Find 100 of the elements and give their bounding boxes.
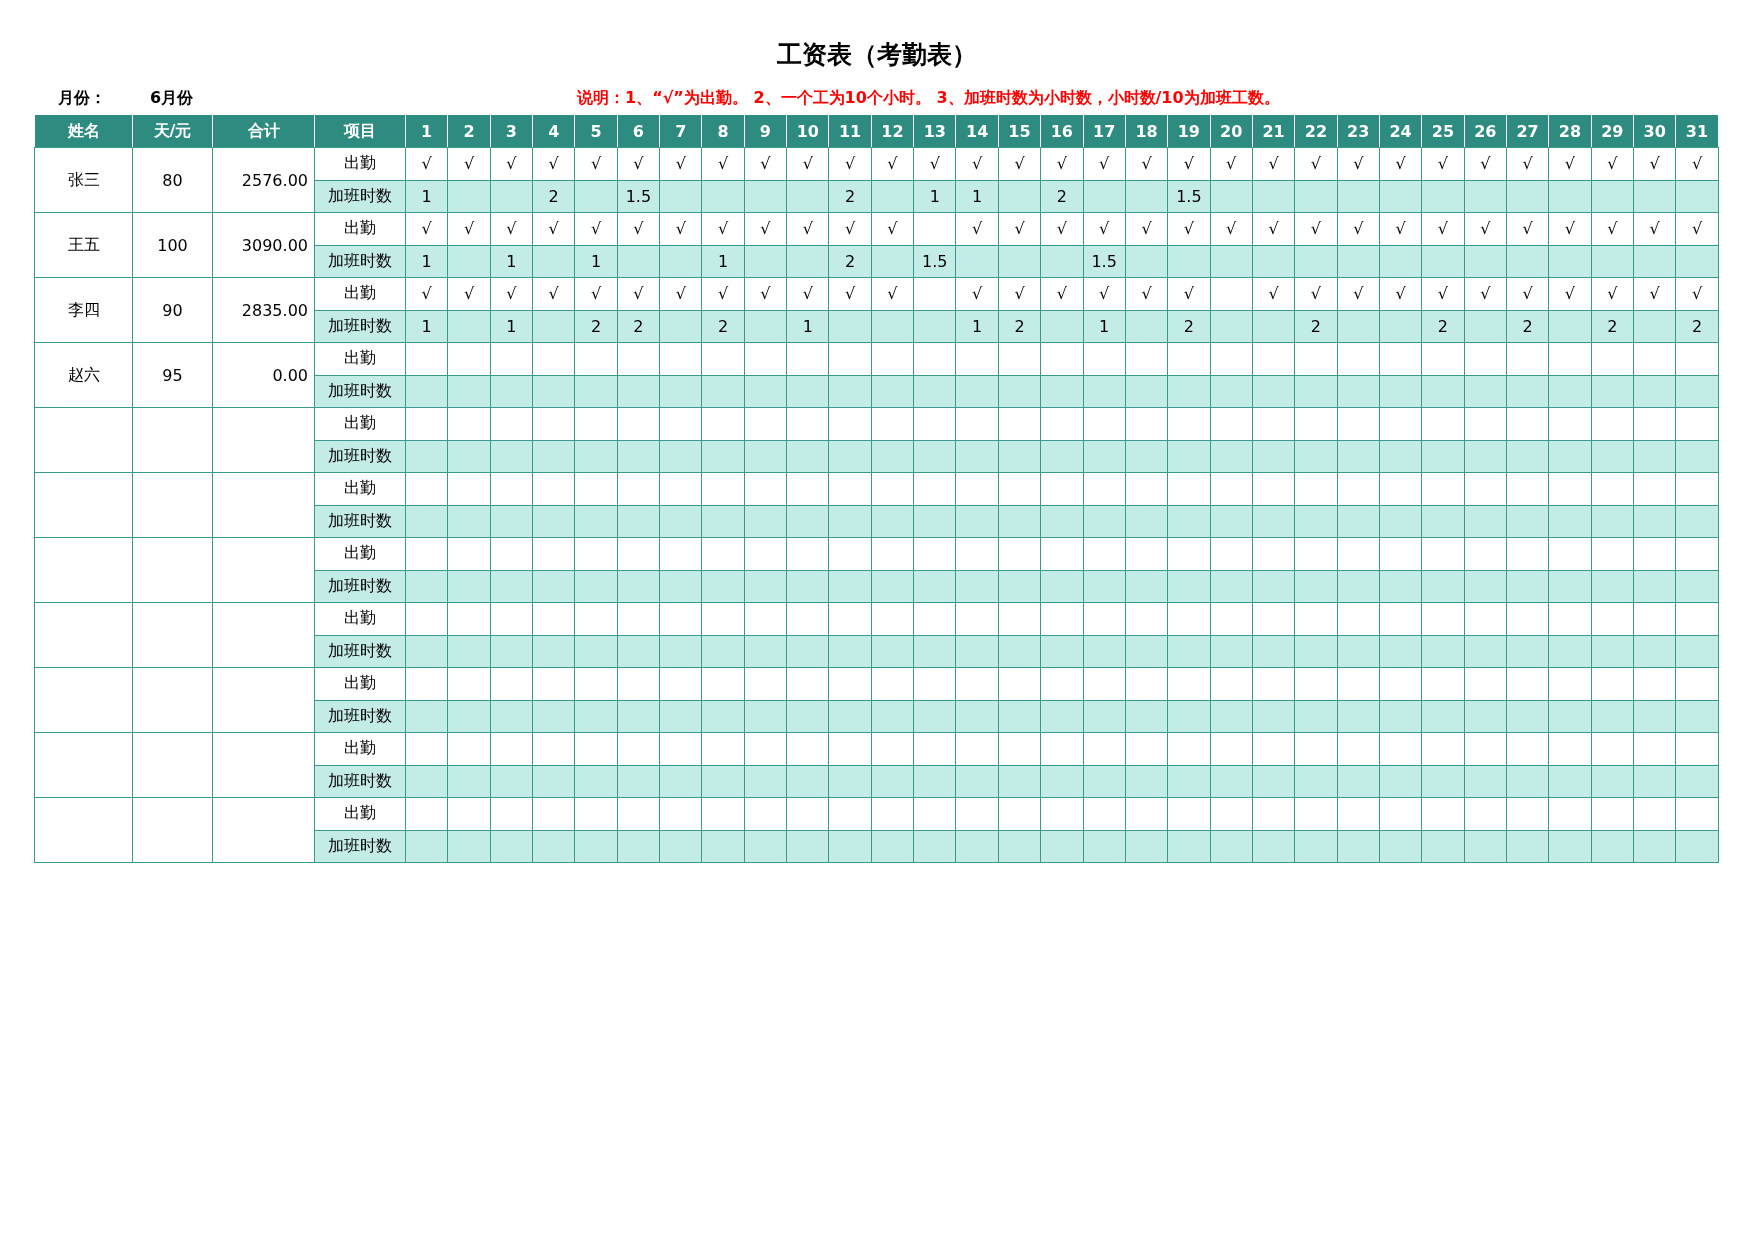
check-mark: √ [447, 277, 491, 310]
overtime-hours: 1 [405, 310, 448, 343]
row-item-label: 加班时数 [314, 765, 406, 798]
check-mark: √ [1337, 212, 1380, 245]
check-mark: √ [744, 212, 787, 245]
column-header: 26 [1464, 114, 1507, 148]
daily-rate: 100 [132, 212, 213, 278]
row-item-label: 出勤 [314, 147, 406, 180]
check-mark: √ [871, 147, 914, 180]
page-title: 工资表（考勤表） [776, 39, 978, 71]
check-mark: √ [1167, 147, 1211, 180]
check-mark: √ [998, 212, 1041, 245]
check-mark: √ [617, 212, 660, 245]
check-mark: √ [1252, 277, 1295, 310]
check-mark: √ [1083, 277, 1126, 310]
instruction-note: 说明：1、“√”为出勤。 2、一个工为10个小时。 3、加班时数为小时数，小时数/10为加班工数。 [577, 88, 1280, 109]
column-header: 15 [998, 114, 1041, 148]
employee-name: 李四 [34, 277, 133, 343]
check-mark: √ [1421, 147, 1465, 180]
check-mark: √ [955, 212, 999, 245]
check-mark: √ [1337, 277, 1380, 310]
overtime-hours: 1 [786, 310, 829, 343]
check-mark: √ [1125, 277, 1168, 310]
row-item-label: 加班时数 [314, 635, 406, 668]
check-mark: √ [1464, 212, 1507, 245]
column-header: 8 [701, 114, 745, 148]
overtime-hours: 1 [405, 245, 448, 278]
row-item-label: 出勤 [314, 472, 406, 505]
total-pay: 3090.00 [212, 212, 315, 278]
check-mark: √ [1633, 277, 1676, 310]
check-mark: √ [574, 277, 618, 310]
column-header: 25 [1421, 114, 1465, 148]
check-mark: √ [405, 147, 448, 180]
column-header: 13 [913, 114, 956, 148]
column-header: 5 [574, 114, 618, 148]
overtime-hours: 1 [490, 310, 533, 343]
check-mark: √ [828, 277, 872, 310]
overtime-hours: 1 [405, 180, 448, 213]
row-item-label: 出勤 [314, 667, 406, 700]
check-mark: √ [447, 147, 491, 180]
check-mark: √ [1294, 212, 1338, 245]
row-item-label: 出勤 [314, 407, 406, 440]
total-pay: 2576.00 [212, 147, 315, 213]
column-header: 合计 [212, 114, 315, 148]
employee-name: 赵六 [34, 342, 133, 408]
check-mark: √ [659, 212, 702, 245]
check-mark: √ [532, 277, 575, 310]
check-mark: √ [532, 147, 575, 180]
check-mark: √ [998, 147, 1041, 180]
column-header: 9 [744, 114, 787, 148]
column-header: 30 [1633, 114, 1676, 148]
check-mark: √ [1083, 212, 1126, 245]
column-header: 19 [1167, 114, 1211, 148]
row-item-label: 出勤 [314, 797, 406, 830]
check-mark: √ [701, 212, 745, 245]
check-mark: √ [405, 277, 448, 310]
column-header: 10 [786, 114, 829, 148]
check-mark: √ [1294, 147, 1338, 180]
check-mark: √ [701, 277, 745, 310]
row-item-label: 出勤 [314, 277, 406, 310]
check-mark: √ [1167, 277, 1211, 310]
column-header: 姓名 [34, 114, 133, 148]
check-mark: √ [871, 277, 914, 310]
column-header: 29 [1591, 114, 1634, 148]
overtime-hours: 1 [913, 180, 956, 213]
check-mark: √ [574, 147, 618, 180]
overtime-hours: 2 [617, 310, 660, 343]
check-mark: √ [659, 277, 702, 310]
column-header: 17 [1083, 114, 1126, 148]
check-mark: √ [828, 147, 872, 180]
check-mark: √ [1548, 147, 1592, 180]
check-mark: √ [1125, 212, 1168, 245]
check-mark: √ [1252, 147, 1295, 180]
check-mark: √ [786, 277, 829, 310]
month-value: 6月份 [150, 88, 194, 109]
check-mark: √ [532, 212, 575, 245]
check-mark: √ [1421, 212, 1465, 245]
row-item-label: 加班时数 [314, 700, 406, 733]
column-header: 21 [1252, 114, 1295, 148]
check-mark: √ [1379, 277, 1422, 310]
column-header: 14 [955, 114, 999, 148]
column-header: 11 [828, 114, 872, 148]
column-header: 6 [617, 114, 660, 148]
row-item-label: 加班时数 [314, 180, 406, 213]
column-header: 22 [1294, 114, 1338, 148]
check-mark: √ [1506, 147, 1549, 180]
check-mark: √ [1337, 147, 1380, 180]
check-mark: √ [1210, 147, 1253, 180]
check-mark: √ [913, 147, 956, 180]
column-header: 7 [659, 114, 702, 148]
row-item-label: 出勤 [314, 342, 406, 375]
check-mark: √ [1464, 277, 1507, 310]
check-mark: √ [955, 147, 999, 180]
overtime-hours: 2 [998, 310, 1041, 343]
check-mark: √ [1040, 277, 1083, 310]
check-mark: √ [1294, 277, 1338, 310]
daily-rate: 90 [132, 277, 213, 343]
total-pay: 2835.00 [212, 277, 315, 343]
check-mark: √ [1548, 212, 1592, 245]
row-item-label: 出勤 [314, 537, 406, 570]
